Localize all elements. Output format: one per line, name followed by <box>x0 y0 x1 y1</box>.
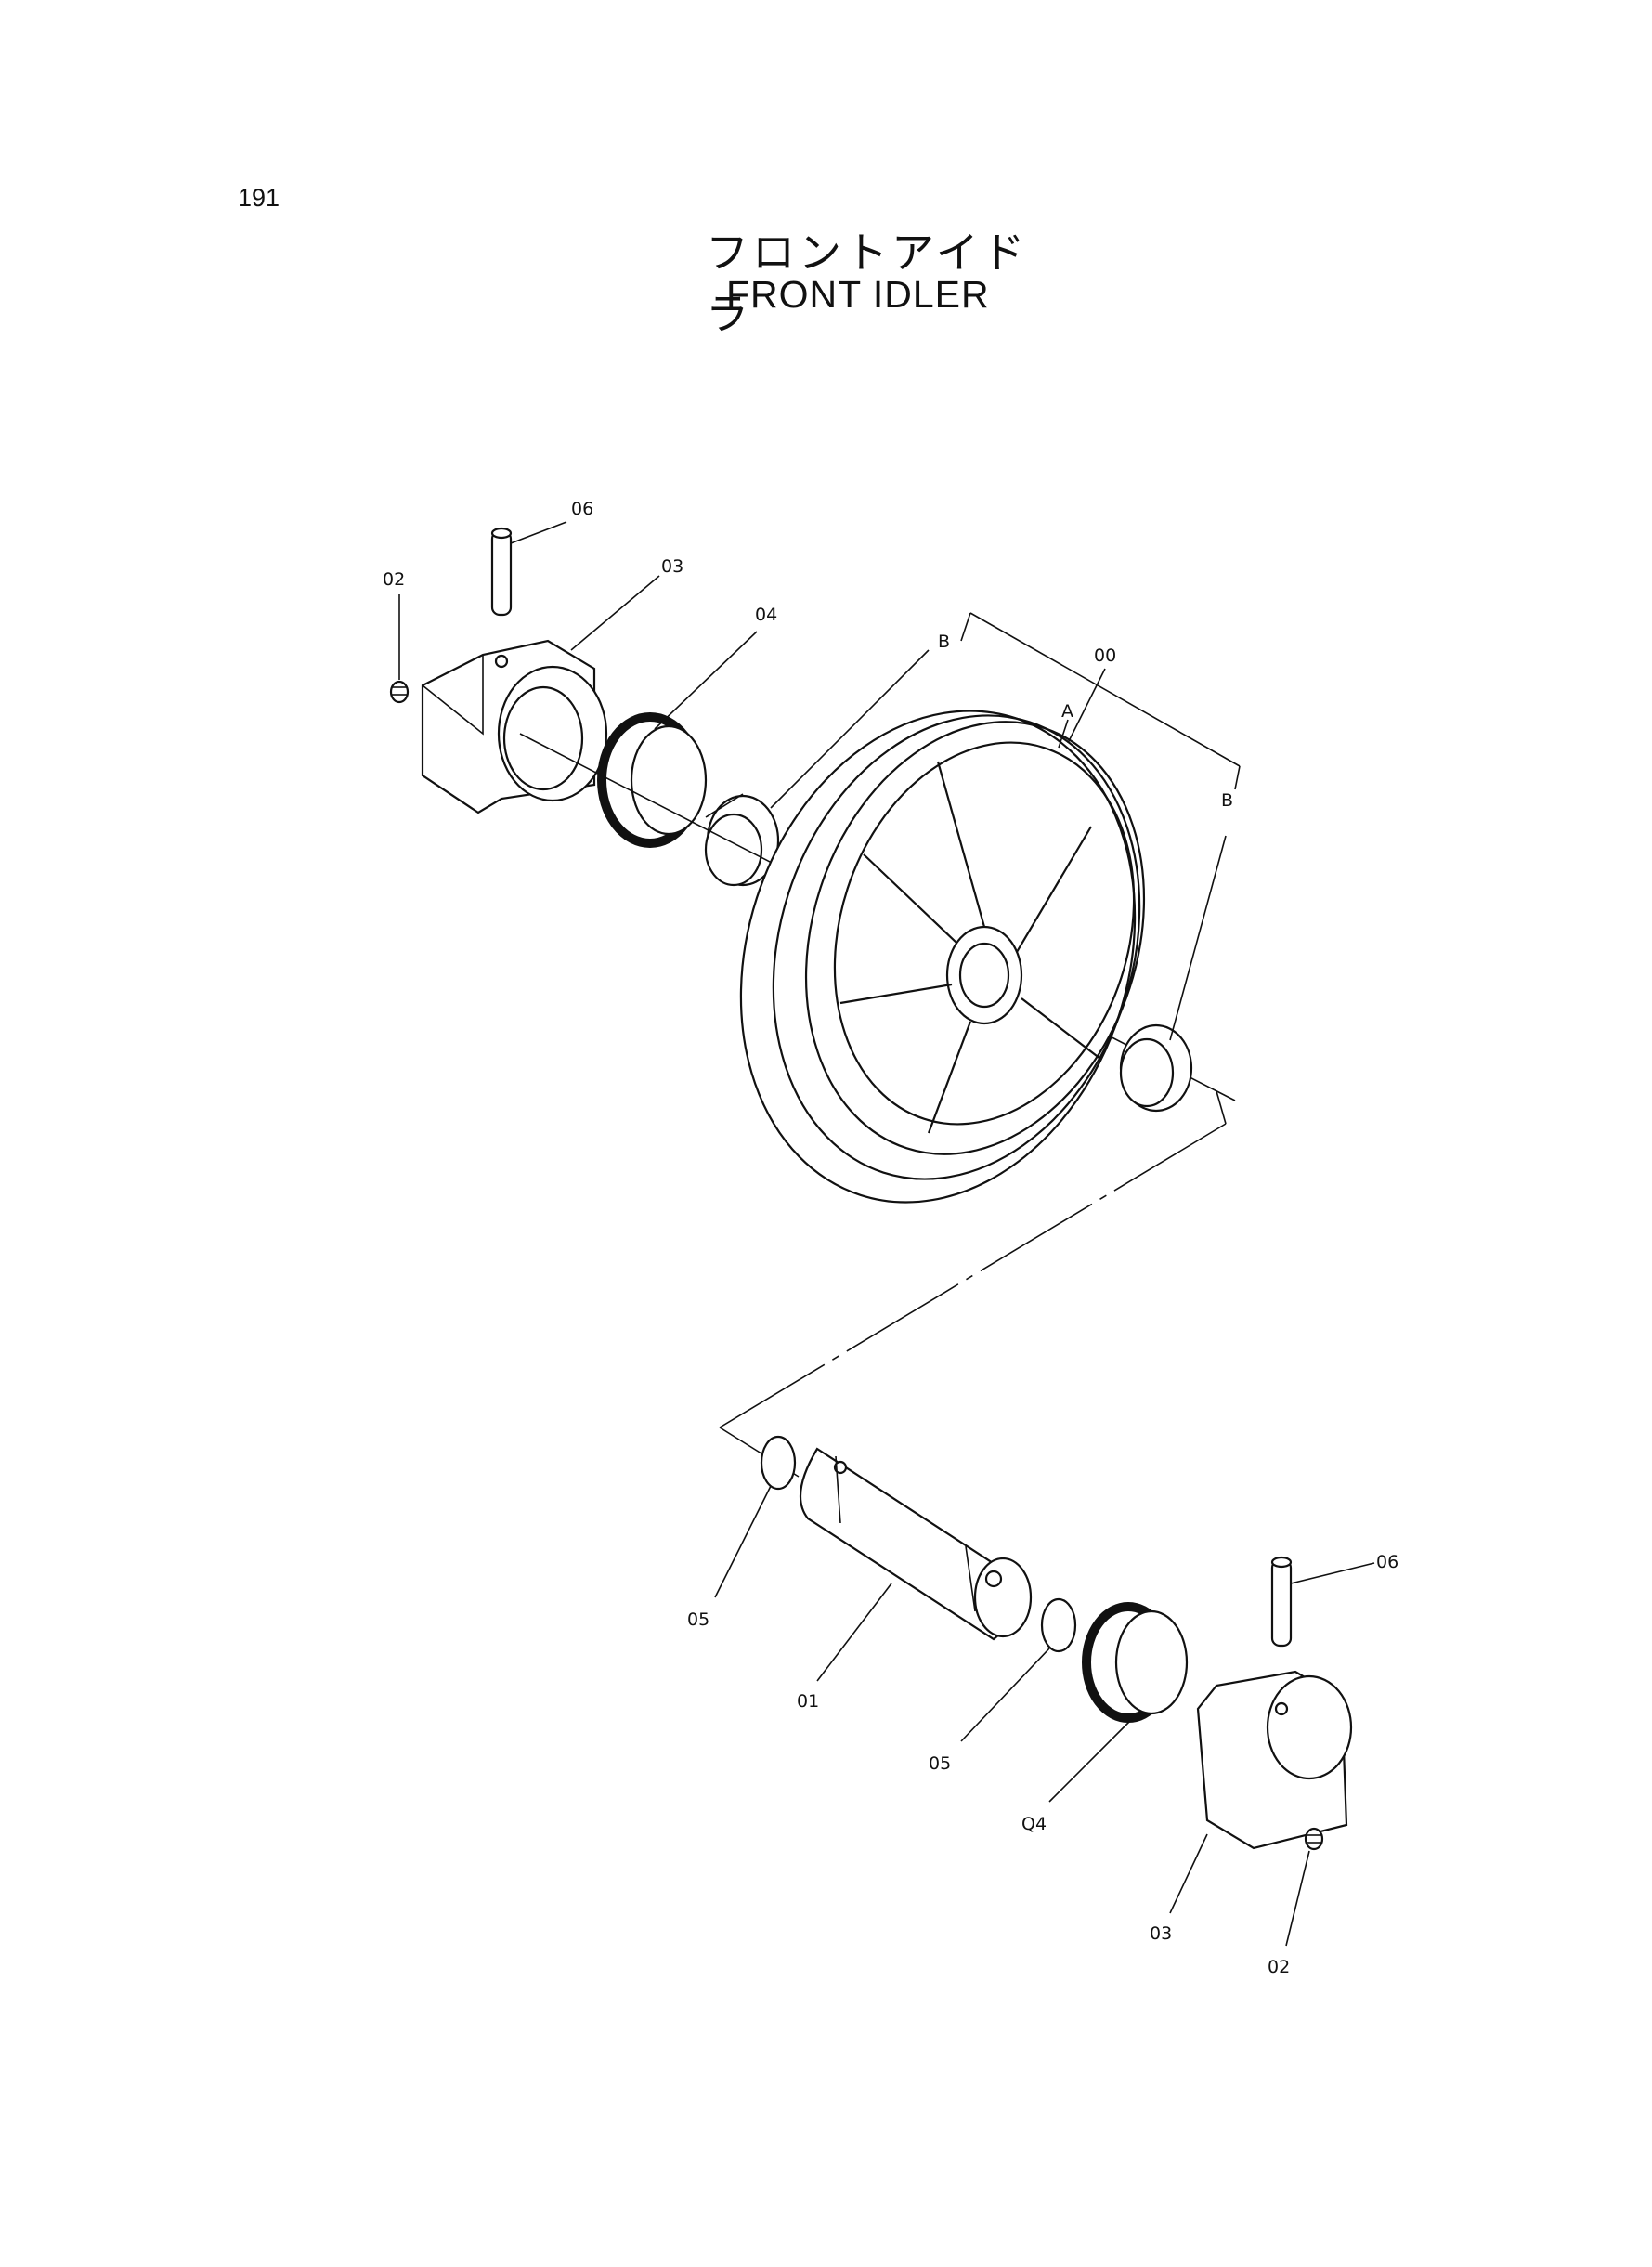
bushing-right <box>1119 1023 1193 1113</box>
leader-04-bottom <box>1048 1717 1134 1803</box>
leader-00 <box>1067 668 1106 744</box>
callout-06-bottom: 06 <box>1376 1552 1398 1572</box>
leader-02-bottom <box>1285 1850 1310 1947</box>
callout-02-bottom: 02 <box>1268 1957 1290 1977</box>
seal-04-bottom <box>1082 1602 1189 1723</box>
pin-06-bottom <box>1270 1556 1293 1648</box>
leader-B-left <box>770 649 930 809</box>
callout-01: 01 <box>797 1691 819 1712</box>
oring-05-right <box>1040 1597 1077 1653</box>
seal-04-top <box>597 712 708 848</box>
leader-B-right <box>1169 835 1227 1041</box>
leader-05-right <box>960 1648 1050 1742</box>
callout-05-left: 05 <box>687 1609 709 1630</box>
bracket-03-top <box>421 639 608 814</box>
leader-06-bottom <box>1290 1562 1375 1584</box>
title-japanese: フロントアイドラ <box>706 228 1029 339</box>
leader-05-left <box>714 1485 772 1598</box>
bolt-02-top <box>389 680 410 704</box>
callout-06-top: 06 <box>571 499 593 519</box>
callout-05-right: 05 <box>929 1753 951 1774</box>
callout-02-top: 02 <box>383 569 405 590</box>
bolt-02-bottom <box>1304 1827 1324 1851</box>
leader-01 <box>816 1583 892 1682</box>
oring-05-left <box>760 1435 797 1491</box>
leader-03-bottom <box>1169 1833 1208 1914</box>
b-group-bracket <box>960 612 1241 790</box>
bushing-left <box>704 793 780 887</box>
title-english: FRONT IDLER <box>726 273 990 316</box>
callout-03-bottom: 03 <box>1150 1923 1172 1944</box>
callout-04-bottom: Q4 <box>1021 1814 1047 1834</box>
callout-B-left: B <box>938 632 950 652</box>
callout-B-right: B <box>1221 790 1233 811</box>
leader-04-top <box>654 631 758 730</box>
page-number: 191 <box>238 184 280 212</box>
callout-A: A <box>1061 701 1073 722</box>
leader-03-top <box>570 575 660 651</box>
leader-06-top <box>510 521 567 544</box>
idler-wheel-00 <box>739 710 1146 1204</box>
shaft-01 <box>799 1447 1033 1641</box>
pin-06-top <box>490 527 513 617</box>
bracket-03-bottom <box>1196 1670 1353 1850</box>
callout-00: 00 <box>1094 645 1116 666</box>
callout-03-top: 03 <box>661 556 683 577</box>
leader-A <box>1058 719 1069 749</box>
callout-04-top: 04 <box>755 605 777 625</box>
